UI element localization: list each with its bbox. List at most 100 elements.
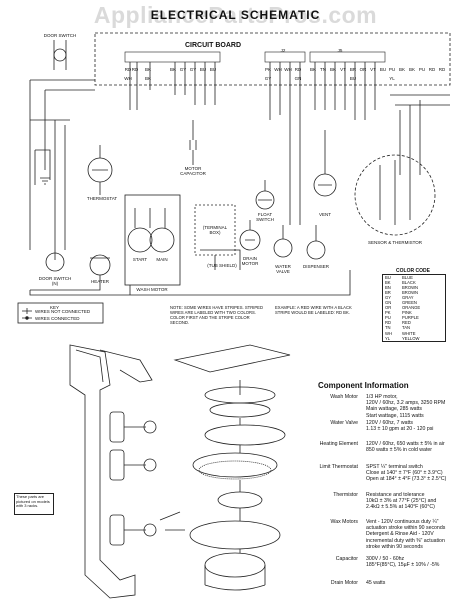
- wire-tag: PK: [264, 67, 272, 72]
- color-code-title: COLOR CODE: [396, 268, 430, 274]
- wire-tag: BK: [408, 67, 416, 72]
- wire-tag: BR: [349, 67, 357, 72]
- component-name: Capacitor: [335, 556, 358, 562]
- component-spec-line: 120V / 60hz, 650 watts ± 5% in air: [366, 441, 445, 447]
- wire-tag: BK: [169, 67, 177, 72]
- wire-tag: BK: [144, 67, 152, 72]
- wire-tag: BU: [379, 67, 387, 72]
- sensor-circle: [354, 154, 436, 236]
- component-spec-line: SPST ¼" terminal switch: [366, 464, 423, 470]
- wire-tag: TN: [320, 67, 326, 72]
- vent-label: VENT: [318, 212, 332, 217]
- wire-tag: GY: [264, 76, 272, 81]
- wire-tag: BK: [398, 67, 406, 72]
- component-spec-line: actuation stroke within 90 seconds: [366, 525, 446, 532]
- wire-tag: GN: [294, 76, 302, 81]
- drain-motor-label: DRAIN MOTOR: [241, 256, 259, 266]
- wire-tag: BK: [144, 76, 152, 81]
- component-spec-line: 1.13 ± 10 gpm at 20 - 120 psi: [366, 426, 434, 433]
- j-connector-mid: [264, 51, 306, 63]
- terminal-box-label: (TERMINAL BOX): [202, 225, 228, 235]
- wire-tag: RD: [428, 67, 436, 72]
- j2-connector: [124, 51, 221, 63]
- component-info-title: Component Information: [318, 381, 409, 390]
- component-info-row: Heating Element 120V / 60hz, 650 watts ± …: [286, 441, 471, 453]
- component-spec: 1/3 HP motor,120V / 60hz, 3.2 amps, 3250…: [366, 394, 471, 419]
- component-spec-line: 185°F(85°C), 15µF ± 10% / -5%: [366, 562, 440, 569]
- component-spec-line: stroke within 90 seconds: [366, 543, 423, 550]
- component-spec-line: 2.4kΩ ± 5.5% at 140°F (60°C): [366, 504, 435, 511]
- wire-tag: YL: [389, 76, 395, 81]
- wire-tag: GY: [189, 67, 197, 72]
- wire-tag: PU: [388, 67, 396, 72]
- sensor-thermistor-label: SENSOR & THERMISTOR: [367, 240, 423, 245]
- dispenser-label: DISPENSER: [302, 264, 330, 269]
- door-switch-top-label: DOOR SWITCH: [43, 33, 77, 38]
- component-spec-line: Main wattage, 285 watts: [366, 406, 422, 413]
- wire-tag: WH: [274, 67, 282, 72]
- component-spec-line: 120V / 60hz, 3.2 amps, 3250 RPM: [366, 400, 446, 407]
- main-winding-label: MAIN: [156, 257, 168, 262]
- wire-tag: BU: [349, 76, 357, 81]
- three-rack-callout: These parts are pictured on models with …: [14, 493, 54, 515]
- component-name: Limit Thermostat: [319, 464, 358, 470]
- component-spec-line: incremental duty with ⅜" actuation: [366, 537, 445, 544]
- circuit-board-label: CIRCUIT BOARD: [185, 42, 241, 49]
- heater-label: HEATER: [91, 279, 109, 284]
- wire-tag: BK: [329, 67, 337, 72]
- j2-label: J2: [280, 48, 286, 53]
- component-name: Heating Element: [319, 441, 358, 447]
- component-name: Wash Motor: [330, 394, 358, 400]
- component-spec: 45 watts: [366, 580, 471, 586]
- legend-title: KEY: [50, 305, 60, 310]
- component-spec-line: Vent - 120V continuous duty ¼": [366, 519, 439, 525]
- note-example: EXAMPLE: A RED WIRE WITH A BLACK STRIPE …: [275, 305, 352, 315]
- component-name: Thermistor: [333, 492, 358, 498]
- component-spec-line: 300V / 50 - 60hz: [366, 556, 405, 562]
- wire-tag: PU: [418, 67, 426, 72]
- wash-motor-label: WASH MOTOR: [136, 287, 168, 292]
- component-info-row: Wax Motors Vent - 120V continuous duty ¼"…: [286, 519, 471, 550]
- component-spec-line: Close at 140° ± 7°F (60° ± 3.9°C): [366, 470, 443, 477]
- component-info-row: Drain Motor 45 watts: [286, 580, 471, 586]
- circuit-board-outline: [94, 32, 451, 86]
- component-name: Wax Motors: [330, 519, 358, 525]
- water-valve-label: WATER VALVE: [275, 264, 291, 274]
- wire-tag: RD: [438, 67, 446, 72]
- motor-capacitor-label: MOTOR CAPACITOR: [180, 166, 206, 176]
- wire-tag: RD: [294, 67, 302, 72]
- legend-not-connected: WIRES NOT CONNECTED: [35, 309, 91, 314]
- wire-tag: VT: [340, 67, 346, 72]
- wire-tag: BU: [209, 67, 217, 72]
- component-spec-line: 850 watts ± 5% in cold water: [366, 447, 432, 454]
- component-name: Water Valve: [330, 420, 358, 426]
- start-winding-label: START: [132, 257, 148, 262]
- component-name: Drain Motor: [330, 580, 358, 586]
- component-spec-line: Resistance and tolerance: [366, 492, 425, 498]
- watermark-text: AppliancePartsPros.com: [93, 2, 378, 28]
- wire-tag: GY: [179, 67, 187, 72]
- j5-connector: [309, 51, 386, 63]
- wire-tag: WH: [284, 67, 292, 72]
- tub-shield-label: (TUB SHIELD): [207, 263, 237, 268]
- j5-label: J5: [337, 48, 343, 53]
- component-spec: Vent - 120V continuous duty ¼"actuation …: [366, 519, 471, 550]
- component-spec-line: Start wattage, 1115 watts: [366, 412, 424, 419]
